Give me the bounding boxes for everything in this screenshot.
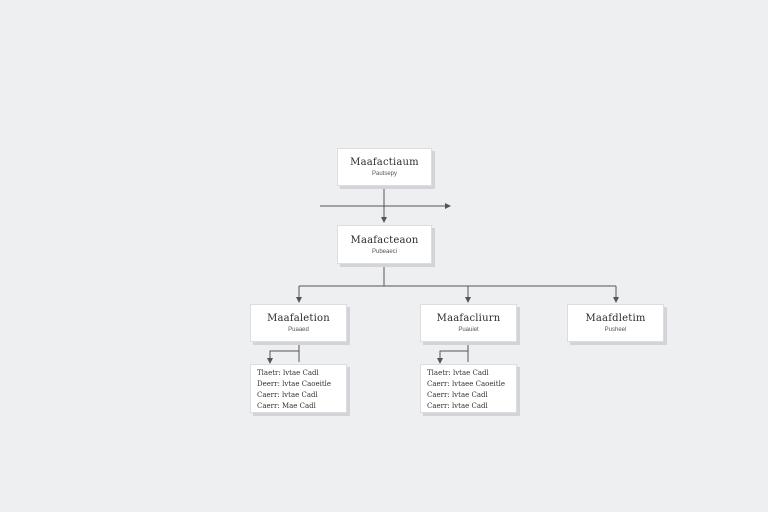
child-node-3[interactable]: Maafdletim Pusheel — [567, 304, 664, 342]
root-node[interactable]: Maafactiaum Pautsepy — [337, 148, 432, 186]
middle-node-subtitle: Pubeaeci — [371, 248, 398, 255]
list-item: Tlaetr: lvtae Cadl — [427, 369, 489, 377]
middle-node[interactable]: Maafacteaon Pubeaeci — [337, 225, 432, 264]
child-1-detail-list[interactable]: Tlaetr: lvtae Cadl Deerr: lvtae Caoeitle… — [250, 364, 347, 413]
child-node-3-subtitle: Pusheel — [604, 327, 627, 333]
list-item: Caerr: lvtae Cadl — [257, 391, 318, 399]
child-2-elbow-connector — [437, 350, 468, 364]
child-node-2[interactable]: Maafacliurn Puauiet — [420, 304, 517, 342]
root-node-subtitle: Pautsepy — [371, 171, 398, 177]
list-item: Tlaetr: lvtae Cadl — [257, 369, 319, 377]
list-item: Caerr: lvtae Cadl — [427, 391, 488, 399]
child-node-1-title: Maafaletion — [267, 313, 330, 324]
child-1-elbow-connector — [267, 350, 299, 364]
middle-node-title: Maafacteaon — [350, 234, 419, 246]
child-node-1-subtitle: Puaaed — [288, 327, 309, 333]
list-item: Caerr: lvtae Cadl — [427, 402, 488, 410]
child-node-2-title: Maafacliurn — [436, 313, 501, 324]
child-node-3-title: Maafdletim — [585, 313, 646, 324]
child-node-1[interactable]: Maafaletion Puaaed — [250, 304, 347, 342]
root-node-title: Maafactiaum — [350, 157, 419, 168]
child-2-detail-list[interactable]: Tlaetr: lvtae Cadl Caerr: lvtaee Caoeitl… — [420, 364, 517, 413]
list-item: Deerr: lvtae Caoeitle — [257, 380, 332, 388]
child-node-2-subtitle: Puauiet — [458, 327, 479, 333]
list-item: Caerr: Mae Cadl — [257, 402, 316, 410]
list-item: Caerr: lvtaee Caoeitle — [427, 380, 505, 388]
